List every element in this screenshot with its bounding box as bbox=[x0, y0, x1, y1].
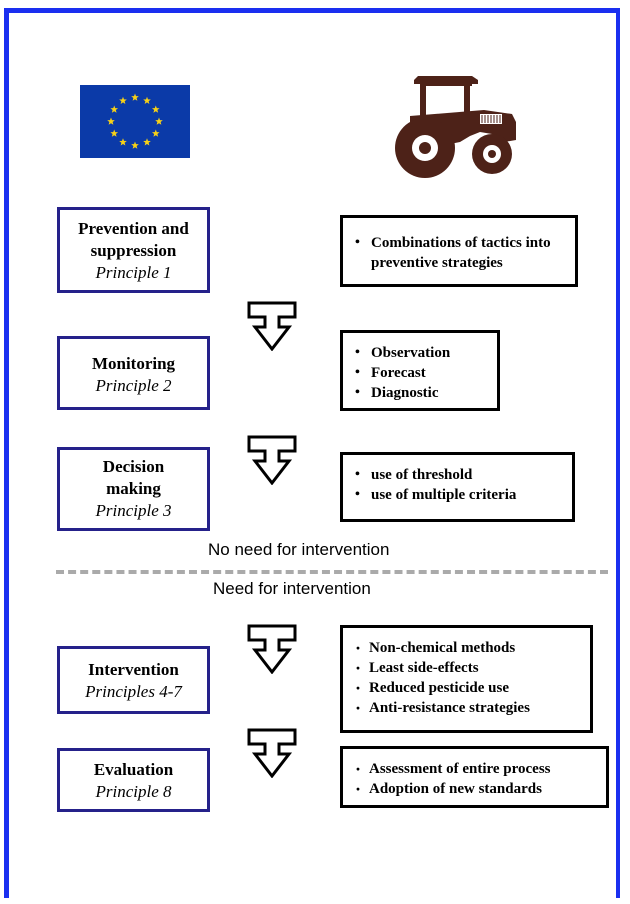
principle-subtitle: Principles 4-7 bbox=[85, 682, 182, 701]
action-item: use of threshold bbox=[353, 465, 564, 485]
action-box-intervention: Non-chemical methods Least side-effects … bbox=[340, 625, 593, 733]
flag-star-icon bbox=[110, 105, 119, 113]
principle-title: Monitoring bbox=[91, 354, 176, 373]
principle-title: Prevention and suppression bbox=[78, 219, 189, 260]
principle-title: Decision making bbox=[102, 457, 165, 498]
action-item: Combinations of tactics into preventive … bbox=[353, 233, 567, 273]
principle-subtitle: Principle 1 bbox=[95, 263, 172, 282]
down-arrow-icon bbox=[247, 435, 297, 485]
eu-flag-icon bbox=[80, 85, 190, 158]
action-item: Forecast bbox=[353, 363, 489, 383]
flag-star-icon bbox=[151, 129, 160, 137]
down-arrow-icon bbox=[247, 624, 297, 674]
flag-star-icon bbox=[131, 93, 139, 101]
no-intervention-label: No need for intervention bbox=[208, 540, 390, 559]
flag-star-icon bbox=[119, 96, 127, 104]
tractor-icon bbox=[395, 76, 516, 178]
principle-box-prevention: Prevention and suppression Principle 1 bbox=[57, 207, 210, 293]
down-arrow-icon bbox=[247, 301, 297, 351]
flag-star-icon bbox=[143, 96, 151, 104]
principle-box-evaluation: Evaluation Principle 8 bbox=[57, 748, 210, 812]
action-item: Reduced pesticide use bbox=[351, 678, 584, 698]
intervention-label: Need for intervention bbox=[213, 579, 371, 598]
principle-box-intervention: Intervention Principles 4-7 bbox=[57, 646, 210, 714]
action-box-prevention: Combinations of tactics into preventive … bbox=[340, 215, 578, 287]
action-item: use of multiple criteria bbox=[353, 485, 564, 505]
intervention-divider bbox=[56, 570, 608, 574]
action-item: Non-chemical methods bbox=[351, 638, 584, 658]
down-arrow-icon bbox=[247, 728, 297, 778]
flag-star-icon bbox=[143, 138, 151, 146]
action-item: Observation bbox=[353, 343, 489, 363]
flag-star-icon bbox=[131, 141, 139, 149]
principle-subtitle: Principle 2 bbox=[95, 376, 172, 395]
flag-star-icon bbox=[155, 117, 163, 125]
principle-box-monitoring: Monitoring Principle 2 bbox=[57, 336, 210, 410]
flag-star-icon bbox=[107, 117, 115, 125]
action-box-evaluation: Assessment of entire process Adoption of… bbox=[340, 746, 609, 808]
action-item: Assessment of entire process bbox=[351, 759, 600, 779]
action-box-monitoring: Observation Forecast Diagnostic bbox=[340, 330, 500, 411]
flag-star-icon bbox=[110, 129, 119, 137]
action-item: Anti-resistance strategies bbox=[351, 698, 584, 718]
action-box-decision: use of threshold use of multiple criteri… bbox=[340, 452, 575, 522]
action-item: Diagnostic bbox=[353, 383, 489, 403]
principle-title: Evaluation bbox=[93, 760, 174, 779]
principle-subtitle: Principle 8 bbox=[95, 782, 172, 801]
flag-star-icon bbox=[119, 138, 127, 146]
flag-star-icon bbox=[151, 105, 160, 113]
principle-subtitle: Principle 3 bbox=[95, 501, 172, 520]
principle-box-decision: Decision making Principle 3 bbox=[57, 447, 210, 531]
principle-title: Intervention bbox=[88, 660, 179, 679]
action-item: Adoption of new standards bbox=[351, 779, 600, 799]
action-item: Least side-effects bbox=[351, 658, 584, 678]
